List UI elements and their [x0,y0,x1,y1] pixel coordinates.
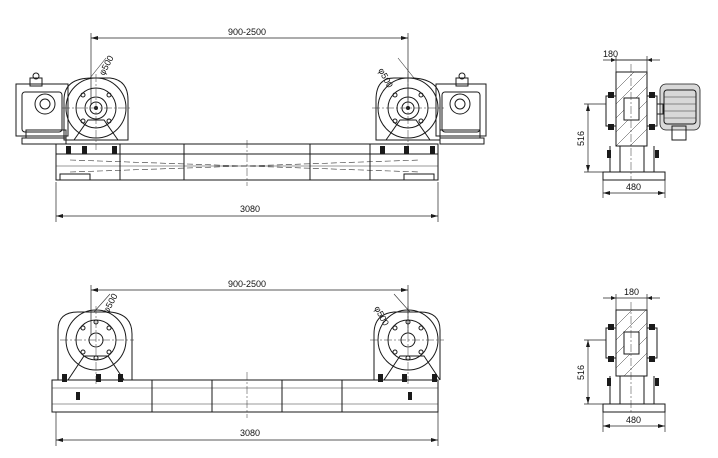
bottom-side-view: 180 516 480 [576,287,666,432]
bottom-front-view: 900-2500 φ500 φ500 [51,279,444,446]
top-side-view: 180 [576,49,701,198]
base-width-label: 480 [626,182,641,192]
length-label-bottom: 3080 [240,428,260,438]
height-label-bottom: 516 [576,365,586,380]
top-front-view: 900-2500 φ500 [15,27,487,222]
span-label: 900-2500 [228,27,266,37]
wheel-dia-left-bottom: φ500 [101,292,120,315]
span-label-bottom: 900-2500 [228,279,266,289]
wheel-width-label: 180 [603,49,618,59]
length-label: 3080 [240,204,260,214]
wheel-dia-right-bottom: φ500 [372,304,391,327]
height-label: 516 [576,131,586,146]
wheel-width-label-bottom: 180 [624,287,639,297]
base-width-label-bottom: 480 [626,415,641,425]
